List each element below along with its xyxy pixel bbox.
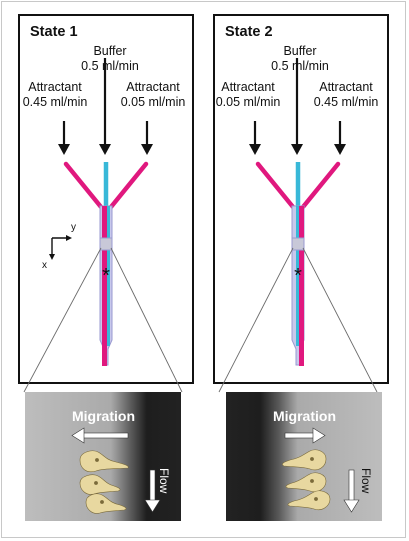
state-2-cell-2 <box>285 472 327 493</box>
state-2-zoom-line-left <box>218 247 294 393</box>
state-2-migration-label: Migration <box>273 408 336 424</box>
x-axis-label: x <box>42 260 47 271</box>
state-1-left-attractant-channel <box>63 161 104 210</box>
state-1-right-attractant-rate: 0.05 ml/min <box>120 95 186 109</box>
state-1-migration-label: Migration <box>72 408 135 424</box>
state-1-cells <box>79 450 129 514</box>
state-2-buffer-stream <box>296 206 299 346</box>
state-2-attractant-stream <box>299 206 304 366</box>
state-2-panel: State 2 Buffer 0.5 ml/min Attractant 0.0… <box>213 14 389 384</box>
state-1-cell-1 <box>79 450 129 473</box>
state-1-right-attractant-channel <box>108 161 149 210</box>
y-axis-label: y <box>71 222 76 233</box>
state-1-right-attractant-label: Attractant <box>126 80 180 94</box>
state-1-buffer-arrowhead <box>99 144 111 155</box>
state-2-observation-window <box>291 237 305 251</box>
state-1-panel: State 1 Buffer 0.5 ml/min Attractant 0.4… <box>18 14 194 384</box>
state-1-zoom-line-right <box>110 247 183 393</box>
state-2-left-arrowhead <box>249 144 261 155</box>
state-1-left-attractant-label: Attractant <box>28 80 82 94</box>
state-1-title: State 1 <box>30 24 78 40</box>
state-2-right-attractant-rate: 0.45 ml/min <box>313 95 379 109</box>
state-2-micrograph <box>226 392 382 521</box>
state-2-flow-label: Flow <box>359 468 373 494</box>
state-2-zoom-line-right <box>302 247 378 393</box>
x-axis-arrowhead <box>49 254 55 260</box>
state-2-flow-arrow <box>343 469 360 513</box>
state-2-right-attractant-channel <box>300 161 341 210</box>
state-1-flow-label: Flow <box>157 468 171 494</box>
state-2-buffer-rate: 0.5 ml/min <box>271 59 329 73</box>
state-1-buffer-label: Buffer <box>93 44 127 58</box>
state-1-attractant-stream <box>102 206 107 366</box>
state-1-buffer-rate: 0.5 ml/min <box>81 59 139 73</box>
state-2-buffer-arrowhead <box>291 144 303 155</box>
state-2-buffer-label: Buffer <box>283 44 317 58</box>
state-1-flow-arrow <box>144 469 161 513</box>
y-axis-arrowhead <box>66 235 72 241</box>
state-2-cell-1 <box>282 449 327 471</box>
state-1-micrograph <box>25 392 181 521</box>
state-1-left-arrowhead <box>58 144 70 155</box>
state-1-observation-window <box>99 237 113 251</box>
state-2-cells <box>282 449 331 511</box>
state-2-device: * <box>249 58 346 366</box>
state-2-right-arrowhead <box>334 144 346 155</box>
state-1-buffer-stream <box>107 206 110 346</box>
state-2-left-attractant-rate: 0.05 ml/min <box>215 95 281 109</box>
state-2-title: State 2 <box>225 24 273 40</box>
state-1-migration-arrow <box>71 427 129 444</box>
state-1-asterisk-marker: * <box>102 265 110 287</box>
state-1-left-attractant-rate: 0.45 ml/min <box>22 95 88 109</box>
state-1-right-arrowhead <box>141 144 153 155</box>
axes-indicator <box>49 235 72 260</box>
state-1-cell-3 <box>85 493 127 514</box>
state-2-left-attractant-channel <box>255 161 296 210</box>
state-2-cell-3 <box>287 490 331 511</box>
state-1-device: * <box>58 58 153 366</box>
state-2-asterisk-marker: * <box>294 265 302 287</box>
state-2-right-attractant-label: Attractant <box>319 80 373 94</box>
state-1-zoom-line-left <box>23 247 102 393</box>
state-2-left-attractant-label: Attractant <box>221 80 275 94</box>
state-2-migration-arrow <box>284 427 326 444</box>
state-1-cell-2 <box>79 474 121 495</box>
